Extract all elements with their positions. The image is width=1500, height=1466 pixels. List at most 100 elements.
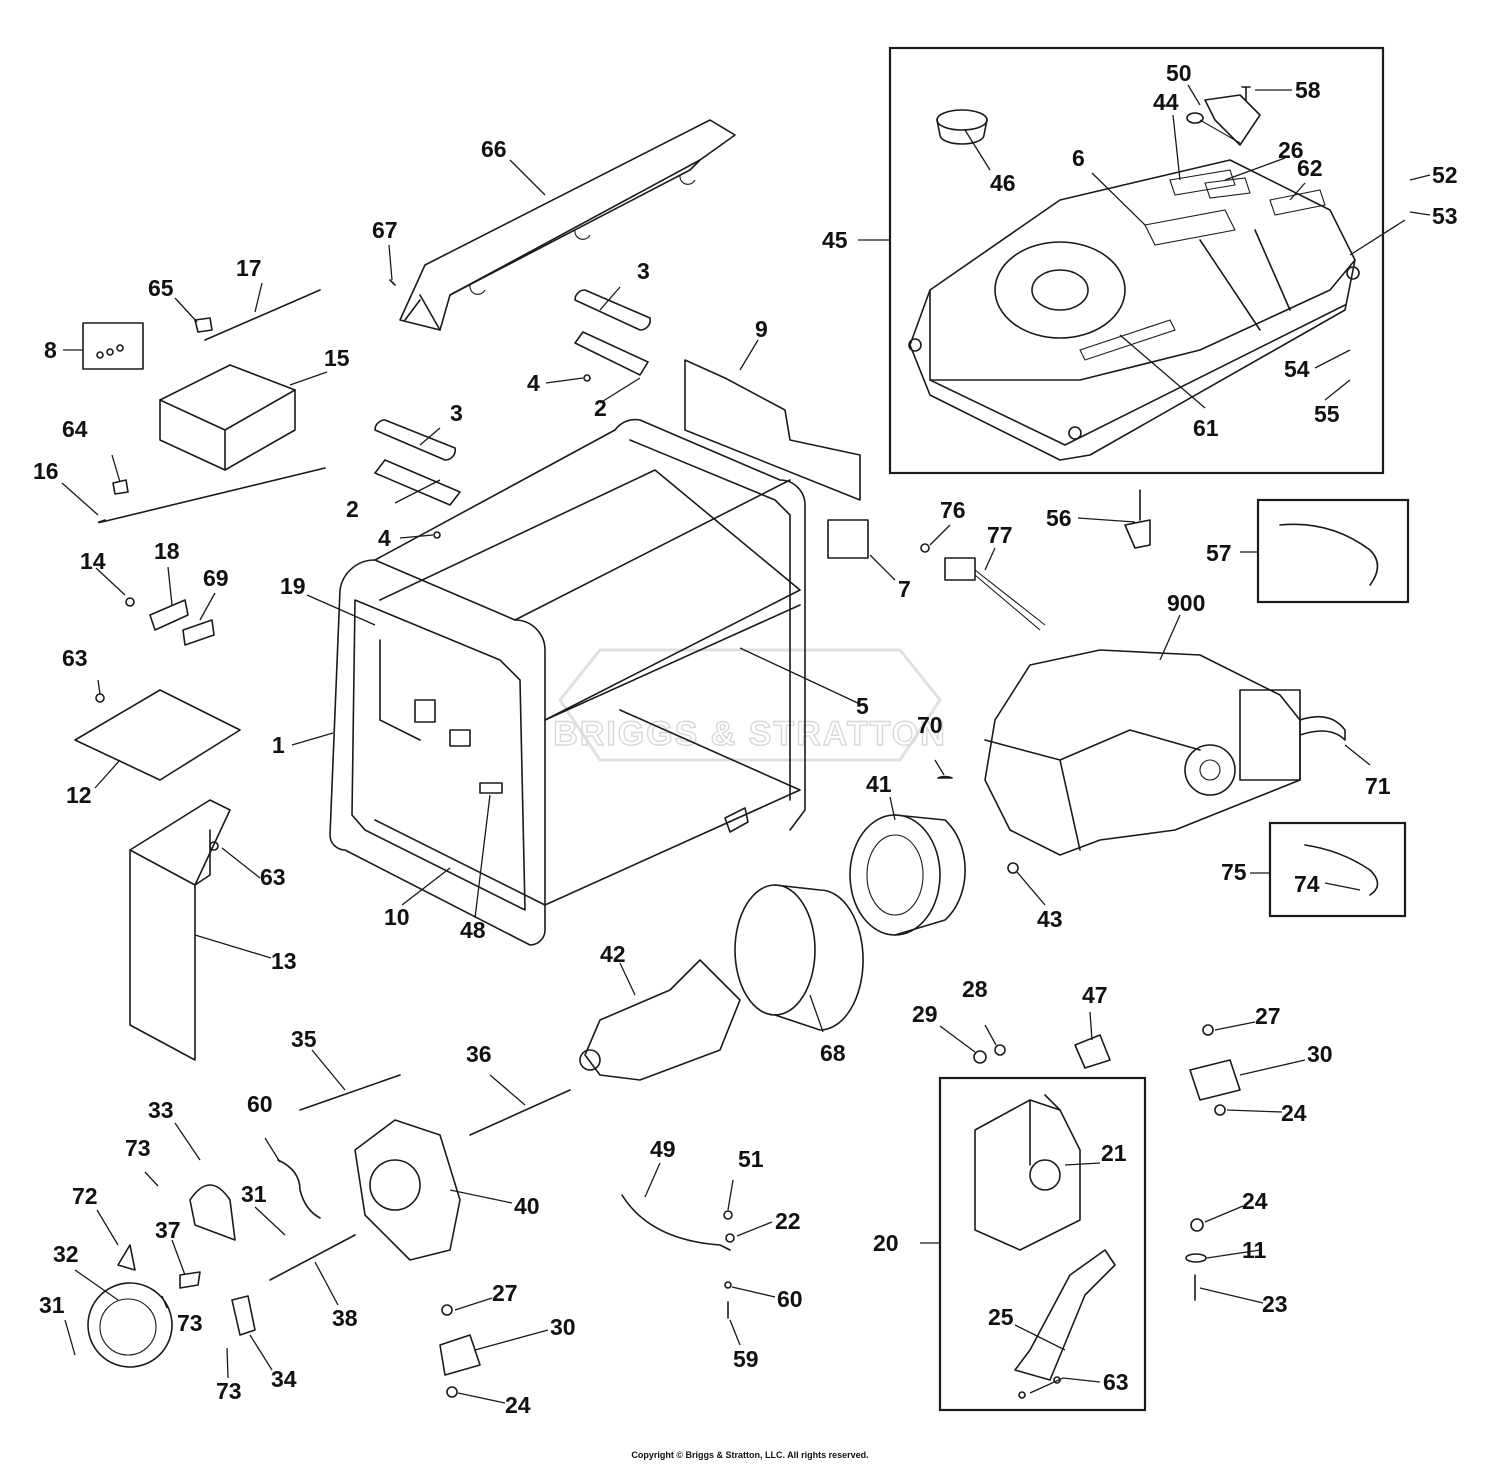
grip-upper bbox=[574, 289, 651, 376]
callout-24c: 24 bbox=[505, 1392, 531, 1418]
callout-27b: 27 bbox=[1255, 1003, 1281, 1029]
callout-67: 67 bbox=[372, 217, 398, 243]
callout-73b: 73 bbox=[177, 1310, 203, 1336]
copyright-notice: Copyright © Briggs & Stratton, LLC. All … bbox=[631, 1450, 869, 1460]
spring-71 bbox=[1299, 715, 1346, 741]
engine bbox=[984, 649, 1301, 856]
bolt-64 bbox=[112, 479, 129, 495]
callout-47: 47 bbox=[1082, 982, 1108, 1008]
callout-30b: 30 bbox=[1307, 1041, 1333, 1067]
screw-63b bbox=[209, 841, 219, 851]
callout-21: 21 bbox=[1101, 1140, 1127, 1166]
part-37 bbox=[179, 1271, 201, 1289]
hose-kit-57-box bbox=[1256, 498, 1410, 604]
fuel-tank-kit-box bbox=[888, 46, 1385, 475]
hardware-kit bbox=[82, 322, 144, 370]
nut-43 bbox=[1007, 862, 1019, 874]
bolt-38 bbox=[269, 1234, 356, 1281]
callout-2b: 2 bbox=[346, 496, 359, 522]
callout-63a: 63 bbox=[62, 645, 88, 671]
callout-61: 61 bbox=[1193, 415, 1219, 441]
plate-18 bbox=[149, 599, 189, 631]
muffler-bracket-25 bbox=[1014, 1249, 1116, 1381]
callout-900: 900 bbox=[1167, 590, 1205, 616]
callout-1: 1 bbox=[272, 732, 285, 758]
washer-11 bbox=[1185, 1253, 1207, 1263]
callout-22: 22 bbox=[775, 1208, 801, 1234]
callout-48: 48 bbox=[460, 917, 486, 943]
callout-55: 55 bbox=[1314, 401, 1340, 427]
frame bbox=[329, 418, 806, 946]
top-handle bbox=[399, 119, 736, 331]
watermark-text: BRIGGS & STRATTON bbox=[553, 715, 947, 753]
callout-32: 32 bbox=[53, 1241, 79, 1267]
callout-18: 18 bbox=[154, 538, 180, 564]
bolt-35 bbox=[299, 1074, 401, 1111]
grip-lower bbox=[374, 419, 461, 506]
callout-7: 7 bbox=[898, 576, 911, 602]
callout-71: 71 bbox=[1365, 773, 1391, 799]
callout-3a: 3 bbox=[637, 258, 650, 284]
screw-4b bbox=[433, 531, 441, 539]
callout-64: 64 bbox=[62, 416, 88, 442]
callout-30a: 30 bbox=[550, 1314, 576, 1340]
regulator-33 bbox=[189, 1184, 236, 1241]
bracket-13 bbox=[129, 799, 231, 1061]
callout-2a: 2 bbox=[594, 395, 607, 421]
callout-63b: 63 bbox=[260, 864, 286, 890]
callout-68: 68 bbox=[820, 1040, 846, 1066]
harness-77 bbox=[944, 557, 1046, 631]
callout-35: 35 bbox=[291, 1026, 317, 1052]
cover-68 bbox=[734, 884, 864, 1031]
callout-52: 52 bbox=[1432, 162, 1458, 188]
battery-box bbox=[159, 364, 296, 471]
callout-46: 46 bbox=[990, 170, 1016, 196]
callout-60a: 60 bbox=[247, 1091, 273, 1117]
callout-6: 6 bbox=[1072, 145, 1085, 171]
bolt-36 bbox=[469, 1089, 571, 1136]
callout-24b: 24 bbox=[1242, 1188, 1268, 1214]
leader-lines bbox=[61, 84, 1431, 1404]
nut-24a bbox=[1214, 1104, 1226, 1116]
capacitor-72 bbox=[117, 1244, 136, 1271]
washer-22 bbox=[725, 1233, 735, 1243]
fuel-valve bbox=[1124, 489, 1151, 549]
screw-4a bbox=[583, 374, 591, 382]
callout-72: 72 bbox=[72, 1183, 98, 1209]
washer-60b bbox=[724, 1281, 732, 1289]
hose-kit-75-box bbox=[1268, 821, 1407, 918]
callout-17: 17 bbox=[236, 255, 262, 281]
callout-41: 41 bbox=[866, 771, 892, 797]
callout-73a: 73 bbox=[125, 1135, 151, 1161]
callout-33: 33 bbox=[148, 1097, 174, 1123]
callout-16: 16 bbox=[33, 458, 59, 484]
callout-23: 23 bbox=[1262, 1291, 1288, 1317]
fuel-cap bbox=[936, 109, 988, 145]
callout-4a: 4 bbox=[527, 370, 540, 396]
callout-37: 37 bbox=[155, 1217, 181, 1243]
callout-38: 38 bbox=[332, 1305, 358, 1331]
washer-28 bbox=[994, 1044, 1006, 1056]
hose-57 bbox=[1279, 523, 1379, 586]
callout-63c: 63 bbox=[1103, 1369, 1129, 1395]
callout-27a: 27 bbox=[492, 1280, 518, 1306]
wingnut-51 bbox=[723, 1210, 733, 1220]
nut-27a bbox=[441, 1304, 453, 1316]
callout-65: 65 bbox=[148, 275, 174, 301]
watermark-logo: BRIGGS & STRATTON bbox=[553, 648, 947, 762]
nut-27b bbox=[1202, 1024, 1214, 1036]
mount-30a bbox=[439, 1334, 481, 1376]
callout-69: 69 bbox=[203, 565, 229, 591]
cover-plate bbox=[74, 689, 241, 781]
fuel-tank bbox=[908, 159, 1360, 461]
callout-3b: 3 bbox=[450, 400, 463, 426]
callout-29: 29 bbox=[912, 1001, 938, 1027]
shield-panel bbox=[684, 359, 861, 501]
callout-51: 51 bbox=[738, 1146, 764, 1172]
callout-20: 20 bbox=[873, 1230, 899, 1256]
callout-28: 28 bbox=[962, 976, 988, 1002]
callout-58: 58 bbox=[1295, 77, 1321, 103]
callout-75: 75 bbox=[1221, 859, 1247, 885]
fuel-gauge bbox=[1186, 94, 1261, 146]
callout-76: 76 bbox=[940, 497, 966, 523]
